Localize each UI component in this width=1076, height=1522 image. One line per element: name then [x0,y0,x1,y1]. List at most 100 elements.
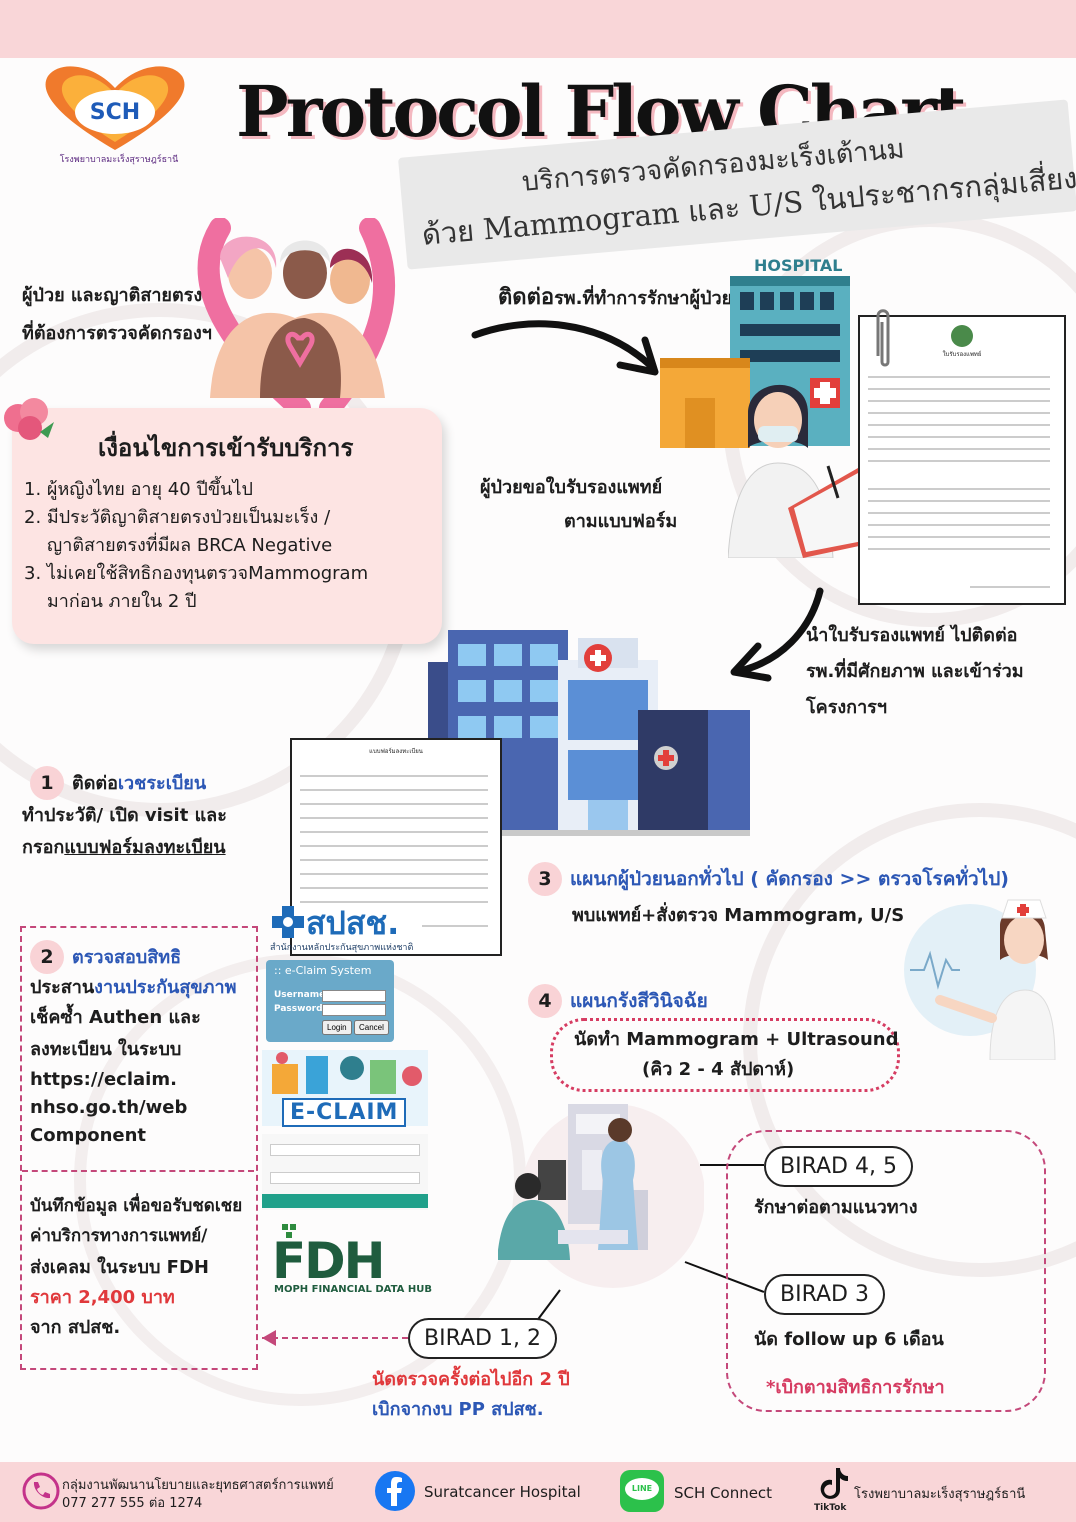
step3-label: แผนกผู้ป่วยนอกทั่วไป ( คัดกรอง >> ตรวจโร… [570,868,1009,890]
birad-1-2-badge: BIRAD 1, 2 [408,1318,557,1359]
arrow-to-hospital [471,320,659,376]
form-title: ใบรับรองแพทย์ [942,351,982,358]
step2-url-1: https://eclaim. [30,1069,177,1090]
mini-login-bar [262,1194,428,1208]
eclaim-title: :: e-Claim System [274,964,372,977]
step2-box [20,926,258,1370]
footer-phone[interactable]: 077 277 555 ต่อ 1274 [62,1496,203,1511]
patients-line2: ที่ต้องการตรวจคัดกรองฯ [22,323,212,344]
line-icon-bubble: LINE [625,1478,659,1500]
logo-caption: โรงพยาบาลมะเร็งสุราษฎร์ธานี [59,155,179,165]
women-ribbon-illustration [197,218,396,418]
contact-hospital-rest: รพ.ที่ทำการรักษาผู้ป่วย [554,288,733,309]
birad-3-text: นัด follow up 6 เดือน [754,1329,944,1350]
logo-wordmark: SCH [89,100,141,125]
step2-url-3: Component [30,1125,147,1146]
step2-price: ราคา 2,400 บาท [30,1287,175,1308]
step1-line2: ทำประวัติ/ เปิด visit และ [22,805,227,826]
nhso-cross-icon [272,906,304,938]
sch-heart-logo [45,66,185,150]
take-cert-line3: โครงการฯ [806,697,887,718]
step2-record-line3: ส่งเคลม ในระบบ FDH [30,1257,209,1278]
eclaim-login-panel: :: e-Claim System Username Password Logi… [266,960,394,1042]
nhso-caption: สำนักงานหลักประกันสุขภาพแห่งชาติ [270,943,414,953]
eclaim-banner: E-CLAIM [262,1050,428,1127]
tiktok-label: TikTok [814,1503,847,1513]
facebook-icon[interactable] [374,1470,416,1512]
contact-label: ติดต่อ [498,285,555,310]
registration-form-title: แบบฟอร์มลงทะเบียน [369,748,423,755]
step1-number: 1 [30,766,64,800]
take-cert-line1: นำใบรับรองแพทย์ ไปติดต่อ [806,625,1018,646]
condition-item-2b: ญาติสายตรงที่มีผล BRCA Negative [24,535,333,556]
arrow-to-partner-hospital [730,587,824,682]
eclaim-login-button[interactable]: Login [322,1020,352,1035]
cert-request-line2: ตามแบบฟอร์ม [564,511,678,532]
fdh-caption: MOPH FINANCIAL DATA HUB [274,1284,432,1295]
eclaim-banner-text: E-CLAIM [282,1098,407,1127]
step1-line3-prefix: กรอก [22,837,65,858]
mini-username-field [270,1144,420,1156]
step2-line1-prefix: ประสาน [30,977,95,998]
password-label: Password [274,1004,323,1014]
form-emblem-icon [951,325,973,347]
registration-form-lines [300,775,488,927]
step2-line2: เช็คซ้ำ Authen และ [30,1007,201,1028]
birad-3-badge: BIRAD 3 [764,1274,885,1315]
footer-line[interactable]: SCH Connect [674,1484,773,1502]
step2-from: จาก สปสช. [30,1317,121,1338]
tiktok-icon[interactable] [818,1466,850,1502]
username-label: Username [274,990,326,1000]
step2-insurance-unit: งานประกันสุขภาพ [94,977,237,998]
step1-registration-form-link: แบบฟอร์มลงทะเบียน [64,837,226,858]
step2-line1: ประสานงานประกันสุขภาพ [30,974,236,1002]
step2-number: 2 [30,940,64,974]
step3-number: 3 [528,862,562,896]
form-lines [868,376,1050,588]
eclaim-password-input[interactable] [322,1004,386,1016]
footer-tiktok[interactable]: โรงพยาบาลมะเร็งสุราษฎร์ธานี [854,1487,1026,1502]
step4-line1: นัดทำ Mammogram + Ultrasound [574,1029,899,1050]
step2-record-line2: ค่าบริการทางการแพทย์/ [30,1226,208,1246]
step2-line3: ลงทะเบียน ในระบบ [30,1039,182,1060]
condition-item-3b: มาก่อน ภายใน 2 ปี [24,591,197,612]
birad-4-5-text: รักษาต่อตามแนวทาง [754,1197,918,1218]
flower-icon [4,398,54,440]
step4-line2: (คิว 2 - 4 สัปดาห์) [642,1059,795,1080]
birad-4-5-badge: BIRAD 4, 5 [764,1146,913,1187]
nurse-illustration [904,899,1056,1060]
contact-hospital-text: ติดต่อรพ.ที่ทำการรักษาผู้ป่วย [498,284,732,313]
step1-label: ติดต่อ [72,773,118,794]
eclaim-banner-art [272,1052,422,1094]
paperclip-icon [876,309,890,367]
eclaim-cancel-button[interactable]: Cancel [354,1020,389,1035]
mini-password-field [270,1172,420,1184]
footer-band [0,1462,1076,1522]
step2-label: ตรวจสอบสิทธิ [72,947,182,968]
footer-facebook[interactable]: Suratcancer Hospital [424,1483,581,1501]
eclaim-username-input[interactable] [322,990,386,1002]
line-icon[interactable]: LINE [620,1470,664,1512]
cert-request-line1: ผู้ป่วยขอใบรับรองแพทย์ [480,477,663,498]
step2-divider [22,1170,254,1172]
mammogram-illustration [498,1104,704,1288]
step1-header: 1 ติดต่อเวชระเบียน [30,766,206,800]
step4-appointment-pill [550,1018,900,1092]
step3-line2: พบแพทย์+สั่งตรวจ Mammogram, U/S [572,905,905,926]
birad-1-2-line2: เบิกจากงบ PP สปสช. [372,1399,544,1420]
conditions-box [12,408,442,644]
rights-note: *เบิกตามสิทธิการรักษา [766,1377,945,1398]
phone-icon[interactable] [22,1472,60,1510]
birad-results-box [726,1130,1046,1412]
doctor-writing-illustration [728,384,873,558]
hospital-sign: HOSPITAL [754,256,843,275]
step2-url-2: nhso.go.th/web [30,1097,188,1118]
medical-certificate-form: ใบรับรองแพทย์ [858,315,1066,605]
step2-record-line1: บันทึกข้อมูล เพื่อขอรับชดเชย [30,1196,243,1216]
step1-highlight: เวชระเบียน [117,773,207,794]
birad-1-2-line1: นัดตรวจครั้งต่อไปอีก 2 ปี [372,1369,570,1390]
step4-number: 4 [528,984,562,1018]
top-band [0,0,1076,58]
patients-line1: ผู้ป่วย และญาติสายตรง [22,285,203,306]
